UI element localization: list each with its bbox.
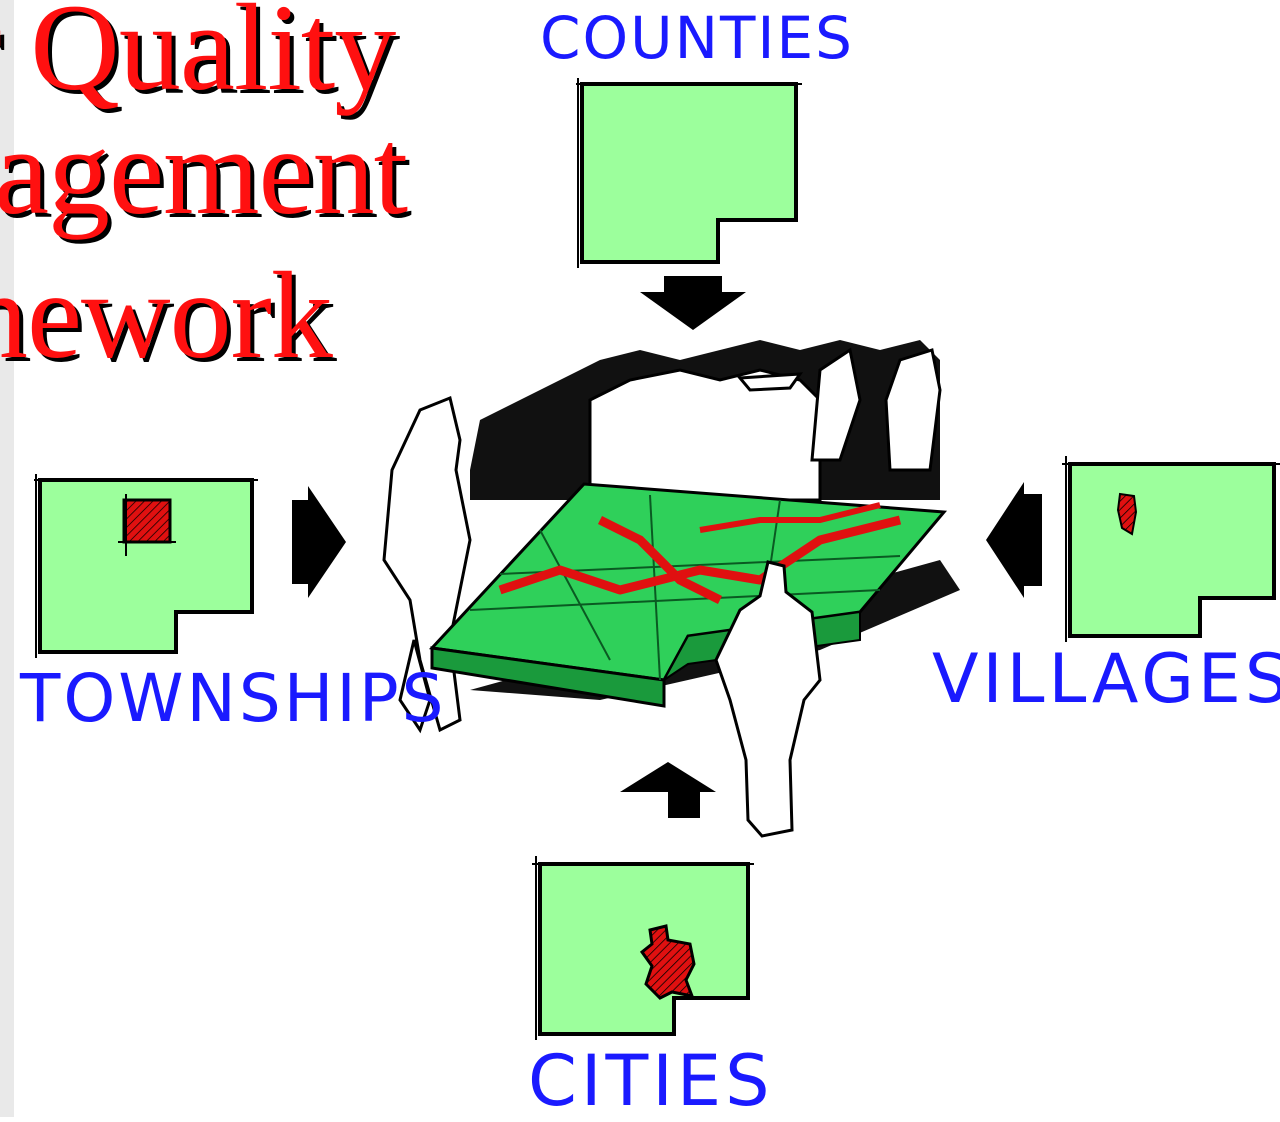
cities-map-icon [532,856,754,1040]
villages-map-icon [1062,456,1280,642]
townships-label: TOWNSHIPS [20,660,447,737]
arrow-right-icon [292,486,346,598]
arrow-left-icon [986,482,1042,598]
title-line-1: r Quality [0,0,396,116]
counties-map-icon [576,78,802,268]
villages-label: VILLAGES [932,640,1280,719]
planning-table-illustration [382,340,960,838]
arrow-up-icon [620,762,716,818]
title-line-2: agement [0,103,408,240]
arrow-down-icon [640,276,746,330]
townships-map-icon [34,474,258,658]
cities-label: CITIES [528,1040,774,1122]
counties-label: COUNTIES [540,4,854,72]
slide-edge-strip [0,0,14,1117]
title-line-3: nework [0,247,333,384]
